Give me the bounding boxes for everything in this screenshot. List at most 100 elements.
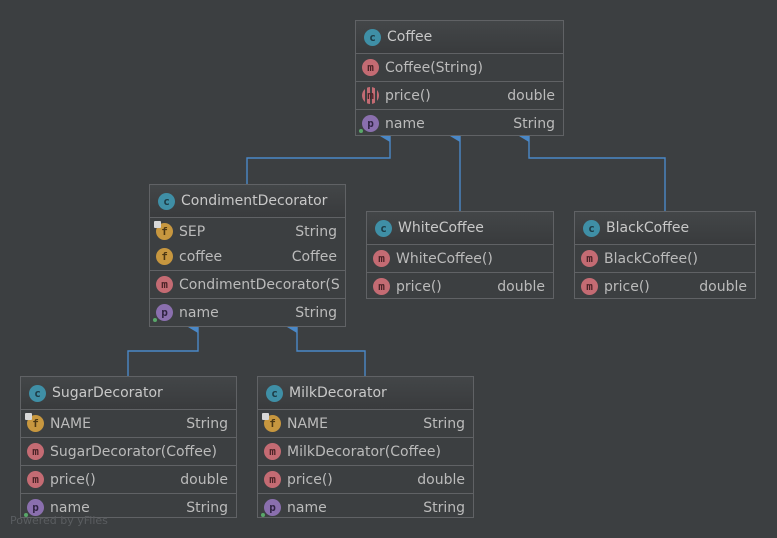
member-row[interactable]: f NAME String [258,411,473,436]
property-icon: p [359,115,379,133]
fields-section: f NAME String [258,410,473,438]
method-icon: m [27,443,44,460]
property-icon: p [153,304,173,322]
member-name: price() [50,471,96,488]
member-type: double [699,278,747,295]
class-icon: c [583,219,600,237]
class-name: BlackCoffee [606,220,690,236]
edge-condimentdecorator-to-coffee [246,130,391,184]
class-whitecoffee[interactable]: c WhiteCoffee m WhiteCoffee() m price() … [366,211,554,299]
member-name: MilkDecorator(Coffee) [287,443,441,460]
properties-section: p name String [21,494,236,521]
methods-section: m price() double [356,82,563,110]
member-name: WhiteCoffee() [396,250,493,267]
member-row[interactable]: m BlackCoffee() [575,246,755,271]
fields-section: f SEP String f coffee Coffee [150,218,345,271]
member-type: Coffee [291,248,337,265]
member-row[interactable]: m price() double [575,274,755,299]
member-row[interactable]: p name String [21,495,236,520]
methods-section: m price() double [367,273,553,300]
member-row[interactable]: p name String [258,495,473,520]
member-type: double [497,278,545,295]
methods-section: m price() double [21,466,236,494]
member-row[interactable]: p name String [356,111,563,136]
member-name: price() [604,278,650,295]
member-row[interactable]: m price() double [367,274,553,299]
constructors-section: m WhiteCoffee() [367,245,553,273]
member-row[interactable]: m CondimentDecorator(S [150,272,345,297]
class-icon: c [266,384,283,402]
static-field-icon: f [25,413,44,432]
class-icon: c [375,219,392,237]
class-icon: c [158,192,175,210]
member-name: name [385,115,425,132]
member-type: String [295,223,337,240]
member-name: SEP [179,223,206,240]
class-icon: c [29,384,46,402]
watermark: Powered by yFiles [10,514,108,527]
class-header[interactable]: c Coffee [356,21,563,54]
methods-section: m price() double [258,466,473,494]
method-icon: m [581,278,598,295]
method-icon: m [264,471,281,488]
class-sugardecorator[interactable]: c SugarDecorator f NAME String m SugarDe… [20,376,237,518]
class-header[interactable]: c WhiteCoffee [367,212,553,245]
constructors-section: m Coffee(String) [356,54,563,82]
member-name: name [179,304,219,321]
property-icon: p [24,499,44,517]
member-name: name [287,499,327,516]
class-coffee[interactable]: c Coffee m Coffee(String) m price() doub… [355,20,564,136]
method-icon: m [581,250,598,267]
member-type: String [423,499,465,516]
member-name: NAME [50,415,91,432]
member-type: double [417,471,465,488]
member-row[interactable]: m price() double [21,467,236,492]
constructors-section: m BlackCoffee() [575,245,755,273]
methods-section: m price() double [575,273,755,300]
member-row[interactable]: m WhiteCoffee() [367,246,553,271]
method-icon: m [27,471,44,488]
member-row[interactable]: m price() double [258,467,473,492]
fields-section: f NAME String [21,410,236,438]
member-row[interactable]: m MilkDecorator(Coffee) [258,439,473,464]
class-header[interactable]: c CondimentDecorator [150,185,345,218]
class-header[interactable]: c SugarDecorator [21,377,236,410]
property-icon: p [261,499,281,517]
constructors-section: m CondimentDecorator(S [150,271,345,299]
member-name: coffee [179,248,223,265]
member-row[interactable]: m Coffee(String) [356,55,563,80]
class-header[interactable]: c MilkDecorator [258,377,473,410]
static-field-icon: f [154,221,173,240]
method-icon: m [362,59,379,76]
method-icon: m [156,276,173,293]
class-icon: c [364,28,381,46]
class-condimentdecorator[interactable]: c CondimentDecorator f SEP String f coff… [149,184,346,327]
member-row[interactable]: f NAME String [21,411,236,436]
member-name: SugarDecorator(Coffee) [50,443,217,460]
member-name: CondimentDecorator(S [179,276,340,293]
field-icon: f [156,248,173,265]
member-name: NAME [287,415,328,432]
class-milkdecorator[interactable]: c MilkDecorator f NAME String m MilkDeco… [257,376,474,518]
properties-section: p name String [258,494,473,521]
class-name: MilkDecorator [289,385,387,401]
member-row[interactable]: m SugarDecorator(Coffee) [21,439,236,464]
class-header[interactable]: c BlackCoffee [575,212,755,245]
edge-sugardecorator-to-condimentdecorator [127,321,199,376]
class-blackcoffee[interactable]: c BlackCoffee m BlackCoffee() m price() … [574,211,756,299]
edge-blackcoffee-to-coffee [519,130,666,211]
member-name: price() [385,87,431,104]
member-row[interactable]: p name String [150,300,345,325]
constructors-section: m SugarDecorator(Coffee) [21,438,236,466]
properties-section: p name String [150,299,345,326]
member-row[interactable]: m price() double [356,83,563,108]
member-type: String [186,499,228,516]
member-type: String [295,304,337,321]
member-type: String [513,115,555,132]
member-name: BlackCoffee() [604,250,699,267]
method-icon: m [373,278,390,295]
member-name: Coffee(String) [385,59,483,76]
member-row[interactable]: f coffee Coffee [150,244,345,269]
member-row[interactable]: f SEP String [150,219,345,244]
constructors-section: m MilkDecorator(Coffee) [258,438,473,466]
